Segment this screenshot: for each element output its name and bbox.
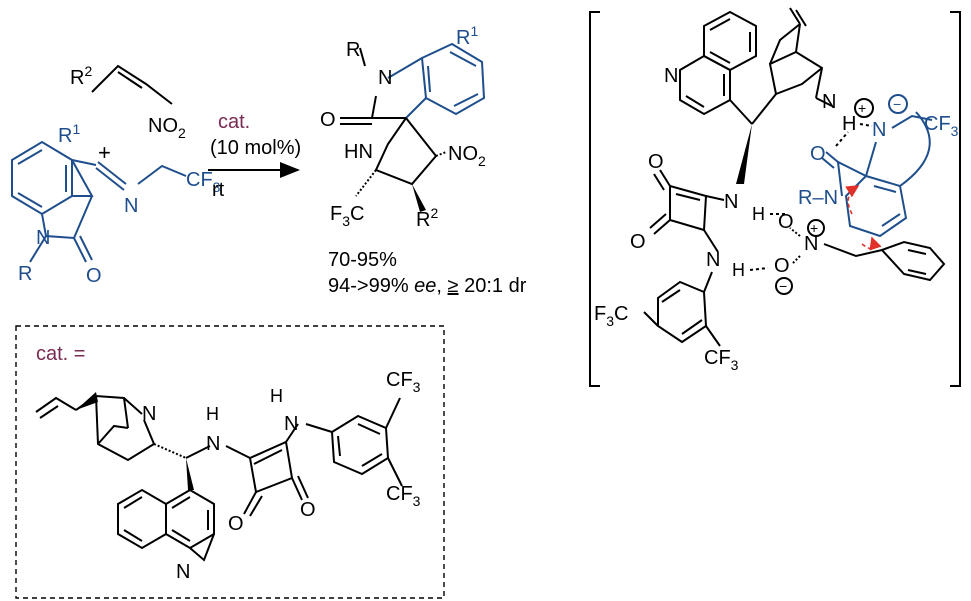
catalyst-n2: N [284,413,298,435]
product-no2-label: NO2 [448,143,486,169]
product-f3c-label: F3C [330,203,364,229]
catalyst-h1: H [206,404,219,424]
ts-h-plus: H [842,113,856,135]
temperature-condition: rt [212,179,225,201]
product-n1-label: N [378,67,392,89]
catalyst-quinoline-n: N [176,561,190,583]
catalyst-condition: cat. [218,111,250,133]
isatin-imine: R1 N CF3 N R O [11,121,221,287]
ts-cf3-bottom: CF3 [704,347,739,373]
catalyst-cf3-top: CF3 [386,369,421,395]
reaction-arrow: cat. (10 mol%) rt [208,111,301,201]
ts-imine-n: N [872,119,886,141]
catalyst-o2: O [300,499,316,521]
imine-n-label: N [124,195,138,217]
catalyst-box-label: cat. = [36,343,85,365]
ts-nh2-h: H [732,260,745,280]
loading-condition: (10 mol%) [210,137,301,159]
catalyst-o1: O [228,513,244,535]
catalyst-cf3-bottom: CF3 [386,483,421,509]
carbonyl-o-label: O [86,265,102,287]
cf3-label: CF3 [186,169,221,195]
ts-nh1-n: N [724,191,738,213]
catalyst-box: cat. = N N H N O O H N [15,325,445,599]
ts-sq-o1: O [648,151,664,173]
ts-nitro-minus: − [779,278,787,294]
catalyst-h2: H [270,386,283,406]
product-o-label: O [320,109,336,131]
ts-nh2-n: N [706,249,720,271]
ts-nh1-h: H [752,204,765,224]
ts-nitro-o2: O [774,255,790,277]
ts-hplus-plus: + [858,100,866,116]
product-r1-label: R1 [456,23,478,49]
product-r-label: R [346,39,360,61]
ts-quinuclidine-n: N [822,91,836,113]
product-hn-label: HN [344,141,373,163]
r1-label: R1 [58,121,80,147]
product-r2-label: R2 [416,205,438,231]
ts-quinoline-n: N [664,65,678,87]
ts-imine-minus: − [893,96,901,112]
nitro-label: NO2 [148,115,186,141]
ts-cf3: CF3 [924,113,959,139]
r-n-label: R [18,263,32,285]
transition-state: N N N H O O N H F3C CF3 [589,7,961,387]
ts-rn: R–N [798,187,838,209]
catalyst-quinuclidine-n: N [142,403,156,425]
product: R N R1 O HN NO2 F3C R2 [320,23,486,231]
nitroalkene: R2 NO2 [70,63,186,141]
ts-nitro-plus: + [810,220,818,236]
ts-f3c: F3C [594,303,628,329]
selectivity-text: 94->99% ee, ≥ 20:1 dr [328,275,527,297]
yield-text: 70-95% [328,249,397,271]
ts-sq-o2: O [630,231,646,253]
ts-isatin-o: O [810,143,826,165]
ring-n-label: N [36,227,50,249]
ts-nitro-o1: O [778,211,794,233]
r2-label: R2 [70,63,92,89]
plus-sign: + [98,140,111,165]
catalyst-n1: N [206,433,220,455]
ts-nitro-n: N [804,233,818,255]
